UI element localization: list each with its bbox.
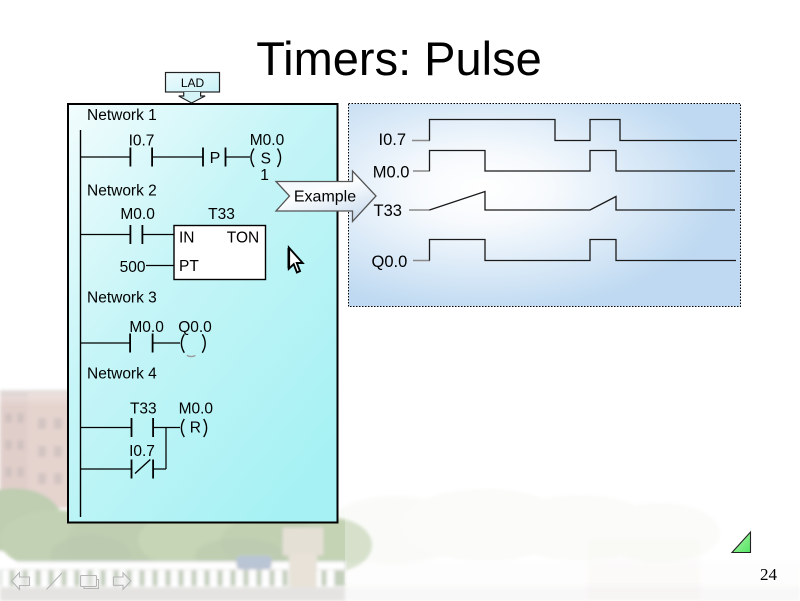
svg-text:500: 500 (120, 259, 146, 276)
svg-text:I0.7: I0.7 (379, 131, 407, 149)
svg-text:Network 1: Network 1 (87, 107, 157, 124)
svg-text:LAD: LAD (181, 76, 205, 90)
svg-text:TON: TON (227, 230, 259, 247)
svg-text:T33: T33 (374, 202, 402, 220)
svg-text:Q0.0: Q0.0 (372, 253, 408, 271)
svg-text:Network 4: Network 4 (87, 366, 157, 383)
svg-text:P: P (210, 150, 221, 167)
svg-text:T33: T33 (130, 401, 157, 418)
svg-text:M0.0: M0.0 (129, 319, 164, 336)
svg-text:M0.0: M0.0 (250, 132, 285, 149)
svg-text:Network 2: Network 2 (87, 183, 157, 200)
svg-text:I0.7: I0.7 (129, 132, 155, 149)
svg-text:Example: Example (294, 189, 356, 206)
svg-text:PT: PT (179, 258, 199, 275)
svg-text:M0.0: M0.0 (373, 164, 410, 182)
svg-text:R: R (190, 420, 201, 437)
svg-text:S: S (261, 150, 271, 167)
svg-text:1: 1 (260, 167, 269, 184)
svg-text:T33: T33 (208, 206, 235, 223)
svg-text:IN: IN (179, 230, 195, 247)
svg-text:I0.7: I0.7 (129, 443, 155, 460)
svg-text:M0.0: M0.0 (179, 401, 214, 418)
svg-text:Q0.0: Q0.0 (178, 319, 212, 336)
svg-text:Network 3: Network 3 (87, 290, 157, 307)
svg-text:M0.0: M0.0 (120, 206, 155, 223)
